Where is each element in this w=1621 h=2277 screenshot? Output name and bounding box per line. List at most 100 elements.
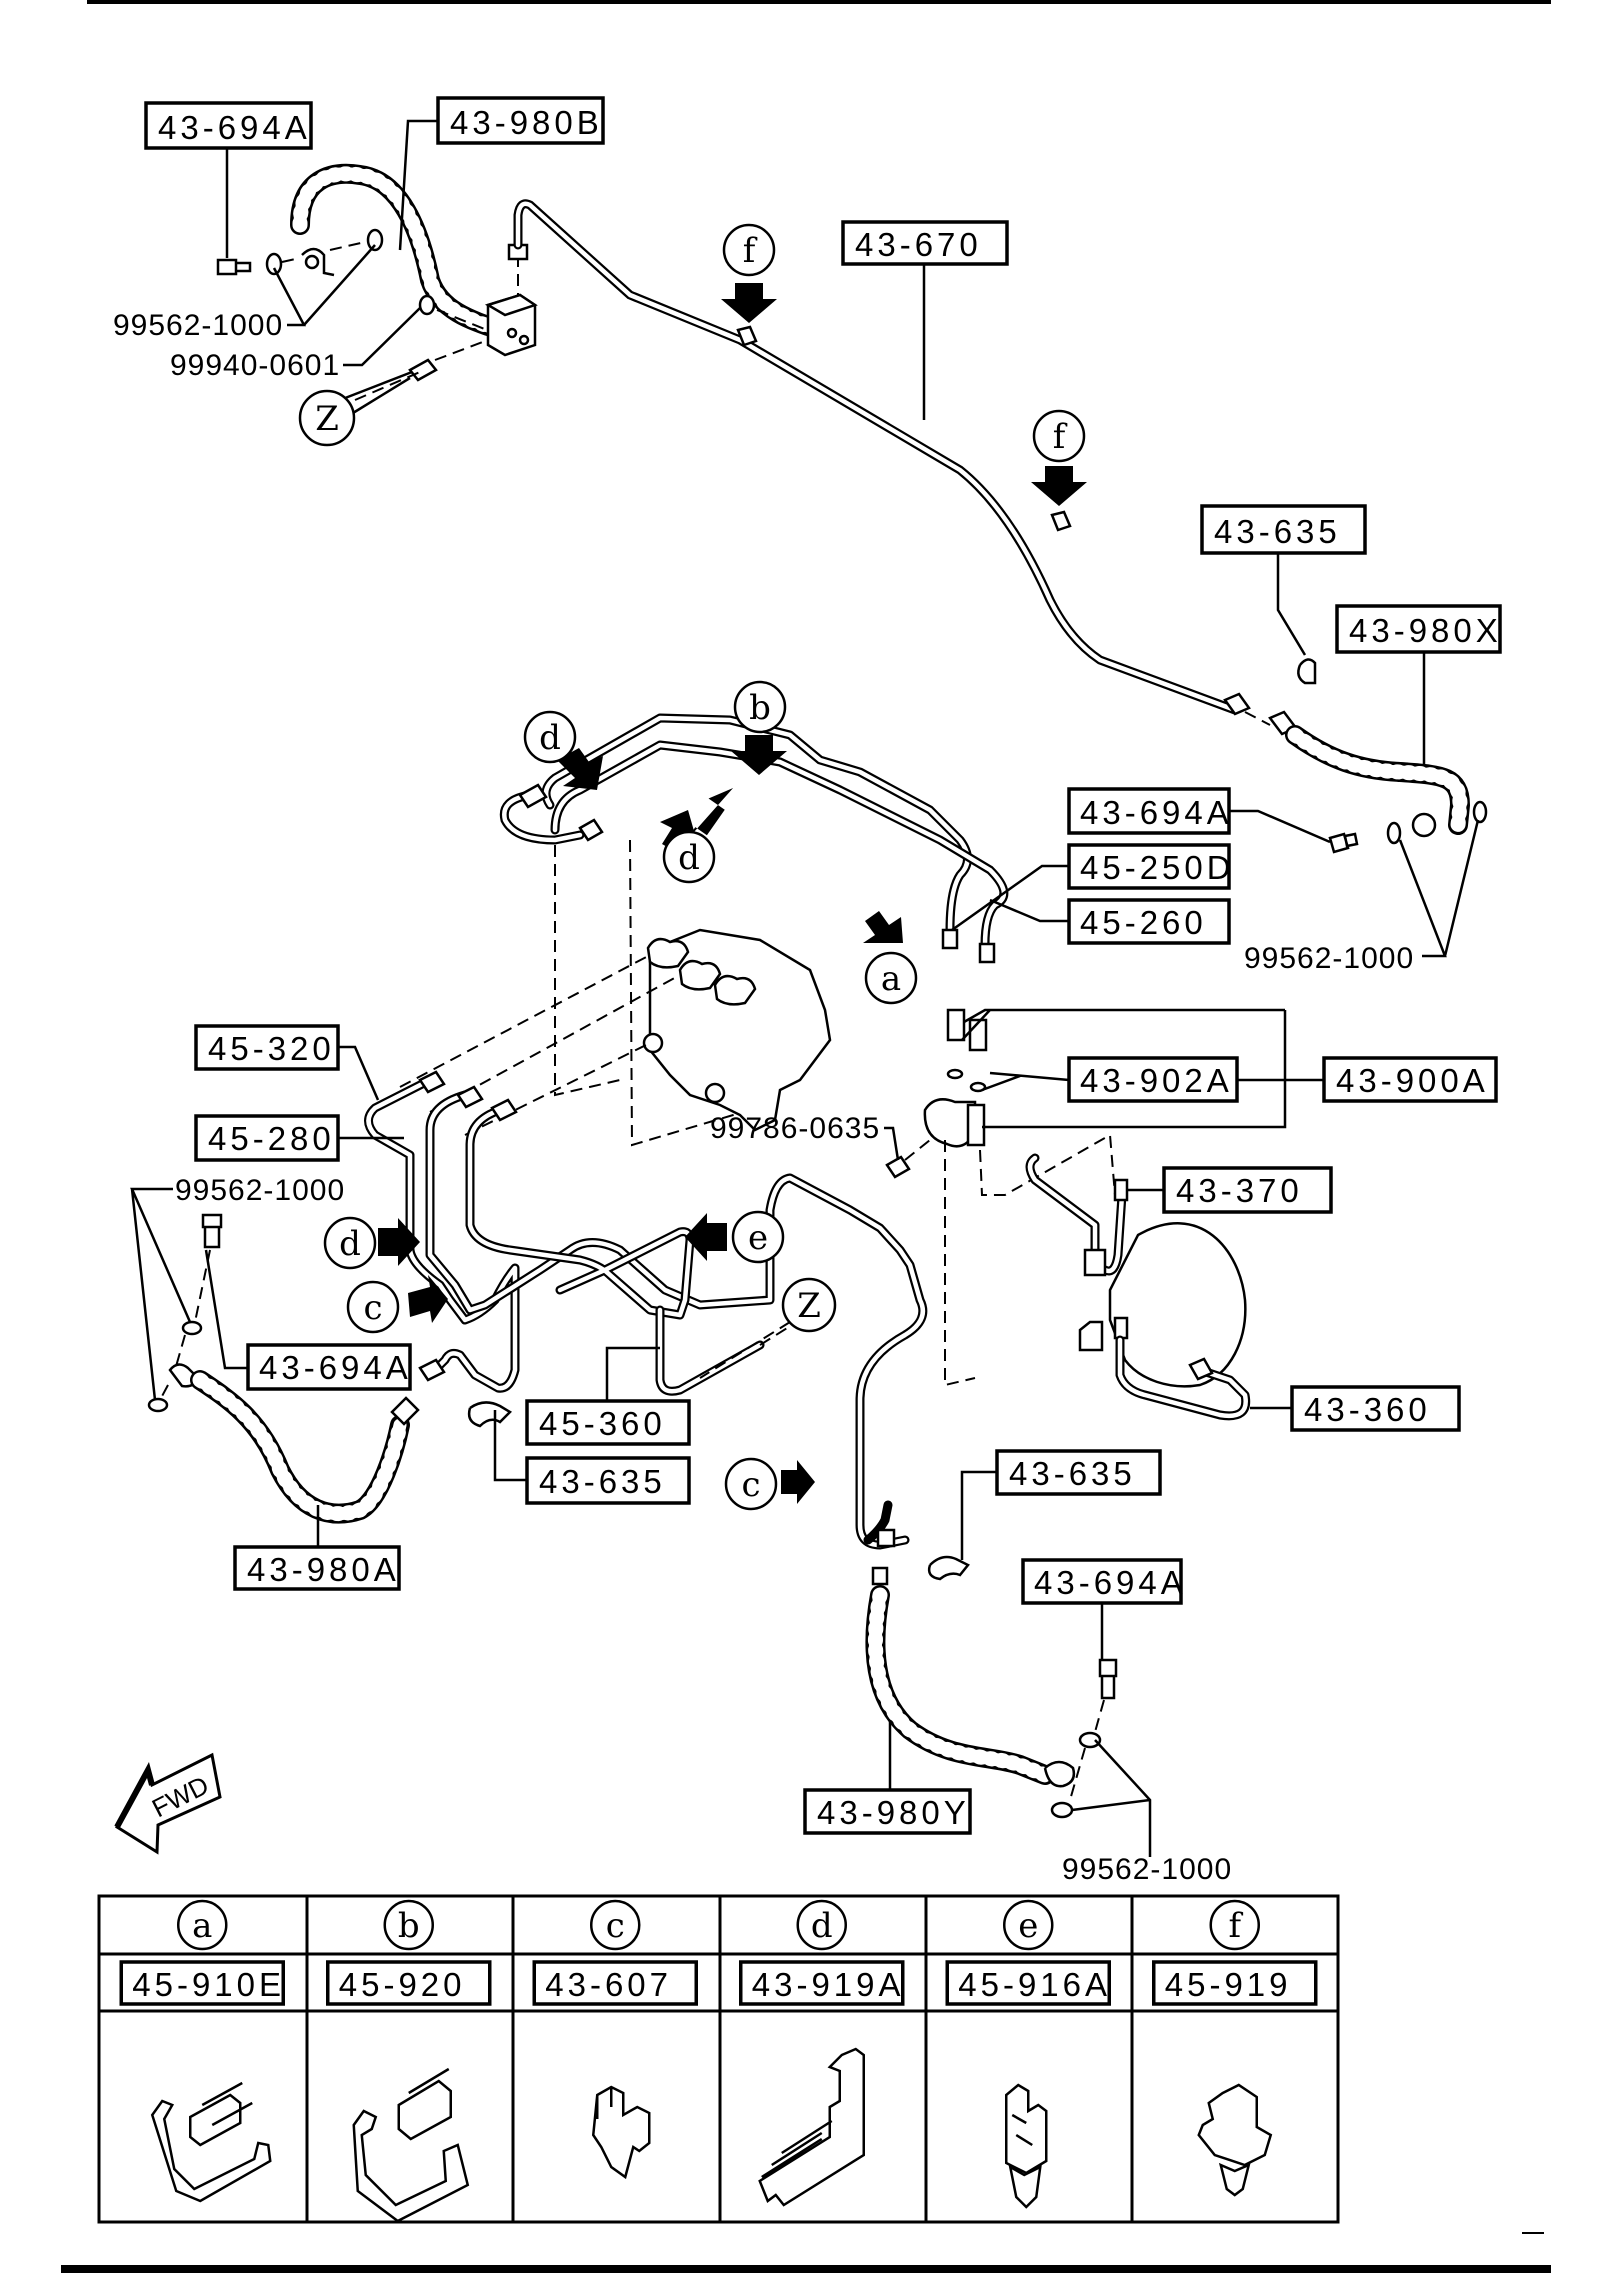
callout-letter: d [539, 718, 561, 758]
bolt-43-694a-bottom [1098, 1658, 1118, 1700]
callout-d-3: d [323, 1216, 377, 1270]
table-part-label-b[interactable]: 45-920 [326, 1960, 492, 2006]
part-number: 43-694A [1034, 1564, 1187, 1601]
part-number: 43-635 [1009, 1455, 1136, 1492]
tube-43-670 [513, 199, 1240, 715]
part-number-plain[interactable]: 99786-0635 [710, 1112, 880, 1145]
callout-letter: c [363, 1288, 382, 1328]
arrow-b [731, 735, 787, 775]
callout-e-1: e [731, 1210, 785, 1264]
callout-letter: Z [315, 399, 339, 439]
part-label[interactable]: 43-635 [1200, 504, 1367, 555]
table-part-number: 45-916A [958, 1966, 1111, 2003]
part-labels: 43-694A 43-980B 43-670 43-635 43-980X 43… [144, 96, 1502, 1835]
clip-a-icon [150, 2081, 272, 2203]
callout-letter: f [1053, 417, 1068, 457]
brake-line-drawing [147, 163, 1488, 1819]
bolt-99786-0635 [885, 1155, 911, 1179]
part-number: 45-280 [208, 1120, 335, 1157]
clip-f-2 [1050, 510, 1072, 532]
part-number: 45-320 [208, 1030, 335, 1067]
table-part-label-e[interactable]: 45-916A [945, 1960, 1111, 2006]
callout-z-2: Z [781, 1277, 837, 1333]
part-label[interactable]: 45-250D [1067, 843, 1235, 890]
part-label[interactable]: 43-980A [233, 1545, 401, 1591]
callout-d-1: d [523, 710, 577, 764]
part-number: 43-902A [1080, 1062, 1233, 1099]
part-label[interactable]: 43-980B [436, 96, 605, 145]
part-number: 43-980A [247, 1551, 400, 1588]
part-number-plain[interactable]: 99562-1000 [113, 309, 283, 342]
part-number-plain[interactable]: 99562-1000 [1062, 1853, 1232, 1886]
part-number-plain[interactable]: 99940-0601 [170, 349, 340, 382]
callout-letter: f [743, 231, 758, 271]
clip-d-icon [758, 2047, 865, 2207]
table-part-label-c[interactable]: 43-607 [532, 1960, 698, 2006]
part-number-plain[interactable]: 99562-1000 [1244, 942, 1414, 975]
part-label[interactable]: 45-320 [194, 1024, 340, 1071]
brake-fitting [339, 358, 438, 402]
bolt-43-694a-left [201, 1213, 223, 1249]
table-part-label-d[interactable]: 43-919A [739, 1960, 905, 2006]
arrow-a [863, 911, 903, 943]
part-number: 43-370 [1176, 1172, 1303, 1209]
table-part-number: 45-919 [1165, 1966, 1292, 2003]
part-number: 43-980B [450, 104, 603, 141]
part-label[interactable]: 43-900A [1322, 1056, 1498, 1103]
part-number: 43-694A [1080, 794, 1233, 831]
table-callout-a: a [177, 1899, 228, 1951]
clip-f-1 [736, 325, 758, 347]
table-callout-letter: f [1228, 1906, 1243, 1946]
arrow-c-2 [781, 1460, 815, 1504]
part-label[interactable]: 45-280 [194, 1114, 340, 1162]
callout-a-1: a [864, 951, 918, 1005]
abs-ports [646, 937, 757, 1006]
tube-43-370 [1025, 1153, 1127, 1276]
valve-43-900a [946, 1008, 988, 1052]
arrow-f-1 [721, 283, 777, 323]
table-callout-c: c [590, 1899, 641, 1951]
part-number: 43-694A [259, 1349, 412, 1386]
callout-f-1: f [722, 223, 776, 277]
part-number-plain[interactable]: 99562-1000 [175, 1174, 345, 1207]
callout-z-1: Z [298, 389, 356, 447]
part-label[interactable]: 43-694A [246, 1343, 412, 1391]
table-callout-d: d [796, 1899, 847, 1951]
part-label[interactable]: 43-635 [525, 1456, 691, 1505]
leader-lines [130, 119, 1480, 1857]
callout-c-2: c [724, 1457, 778, 1511]
table-part-label-a[interactable]: 45-910E [119, 1960, 285, 2006]
table-callout-e: e [1003, 1899, 1054, 1951]
part-label[interactable]: 45-360 [525, 1399, 691, 1446]
part-label[interactable]: 43-694A [144, 101, 313, 150]
table-callout-letter: a [192, 1906, 212, 1946]
table-part-number: 43-607 [545, 1966, 672, 2003]
part-number: 43-980Y [817, 1794, 970, 1831]
callout-circles: Z f f d b d a d e c Z c [298, 223, 1086, 1511]
arrow-f-2 [1031, 466, 1087, 506]
part-label[interactable]: 43-670 [841, 220, 1009, 266]
clip-table: a45-910Eb45-920c43-607d43-919Ae45-916Af4… [97, 1894, 1340, 2224]
bolt [216, 258, 252, 276]
clip-e-icon [1005, 2083, 1048, 2209]
part-label[interactable]: 43-694A [1067, 787, 1233, 835]
tube-45-260 [550, 740, 1009, 950]
clip-b-icon [352, 2067, 470, 2223]
part-label[interactable]: 43-902A [1067, 1056, 1239, 1103]
part-label[interactable]: 45-260 [1067, 898, 1231, 945]
part-label[interactable]: 43-980X [1335, 604, 1502, 654]
part-label[interactable]: 43-370 [1162, 1166, 1333, 1214]
part-label[interactable]: 43-635 [995, 1449, 1162, 1496]
part-label[interactable]: 43-360 [1290, 1385, 1461, 1432]
table-callout-letter: e [1018, 1906, 1038, 1946]
proportioning-valve-body [1108, 1222, 1247, 1388]
part-number: 45-250D [1080, 849, 1235, 886]
arrow-d-3 [378, 1218, 420, 1266]
part-label[interactable]: 43-980Y [803, 1788, 972, 1835]
callout-c-1: c [346, 1280, 400, 1334]
table-part-number: 45-920 [339, 1966, 466, 2003]
table-part-label-f[interactable]: 45-919 [1152, 1960, 1318, 2006]
callout-letter: Z [797, 1286, 821, 1326]
part-label[interactable]: 43-694A [1021, 1558, 1187, 1605]
